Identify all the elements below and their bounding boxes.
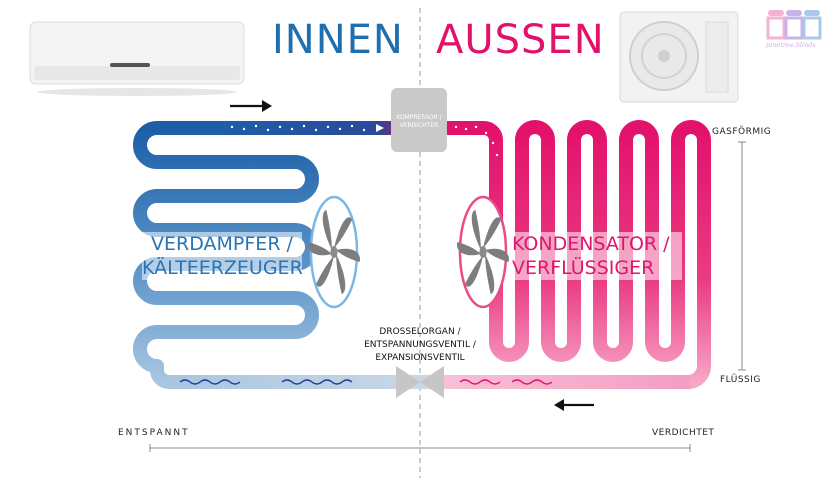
valve-label-line2: ENTSPANNUNGSVENTIL / bbox=[364, 340, 476, 350]
evaporator-label-line2: KÄLTEERZEUGER bbox=[142, 257, 303, 279]
pressure-high-label: VERDICHTET bbox=[652, 428, 715, 438]
arrow-right-icon bbox=[230, 100, 272, 112]
gas-flow-dots bbox=[230, 124, 384, 132]
condenser-label-line1: KONDENSATOR / bbox=[512, 233, 670, 255]
expansion-valve bbox=[396, 366, 444, 398]
fan-icon bbox=[308, 195, 360, 309]
outdoor-ac-unit bbox=[619, 11, 739, 103]
pressure-low-label: ENTSPANNT bbox=[118, 428, 190, 438]
condenser-label: KONDENSATOR / VERFLÜSSIGER bbox=[512, 232, 682, 280]
compressor-label: KOMPRESSOR / VERDICHTER bbox=[396, 114, 442, 129]
compressor-outlet-dots bbox=[454, 125, 499, 157]
liquid-flow-waves bbox=[179, 379, 553, 385]
compressor bbox=[391, 88, 447, 152]
arrow-left-icon bbox=[554, 399, 594, 411]
state-axis bbox=[738, 141, 746, 371]
condenser-coil bbox=[433, 120, 711, 389]
title-inside: INNEN bbox=[272, 17, 404, 63]
logo-icon bbox=[766, 10, 822, 40]
pressure-axis bbox=[149, 444, 691, 452]
evaporator-label: VERDAMPFER / KÄLTEERZEUGER bbox=[142, 232, 303, 280]
evaporator-coil bbox=[133, 121, 407, 389]
suction-line bbox=[220, 121, 396, 135]
logo-text: pinetree.blinds bbox=[766, 41, 816, 49]
valve-label: DROSSELORGAN / ENTSPANNUNGSVENTIL / EXPA… bbox=[350, 326, 490, 365]
valve-label-line3: EXPANSIONSVENTIL bbox=[375, 353, 465, 363]
fan-icon bbox=[457, 195, 509, 309]
title-outside: AUSSEN bbox=[436, 17, 605, 63]
condenser-label-line2: VERFLÜSSIGER bbox=[512, 257, 655, 279]
valve-label-line1: DROSSELORGAN / bbox=[379, 327, 461, 337]
indoor-ac-unit bbox=[29, 21, 245, 96]
state-liquid-label: FLÜSSIG bbox=[720, 375, 761, 385]
evaporator-label-line1: VERDAMPFER / bbox=[151, 233, 293, 255]
state-gaseous-label: GASFÖRMIG bbox=[712, 127, 772, 137]
